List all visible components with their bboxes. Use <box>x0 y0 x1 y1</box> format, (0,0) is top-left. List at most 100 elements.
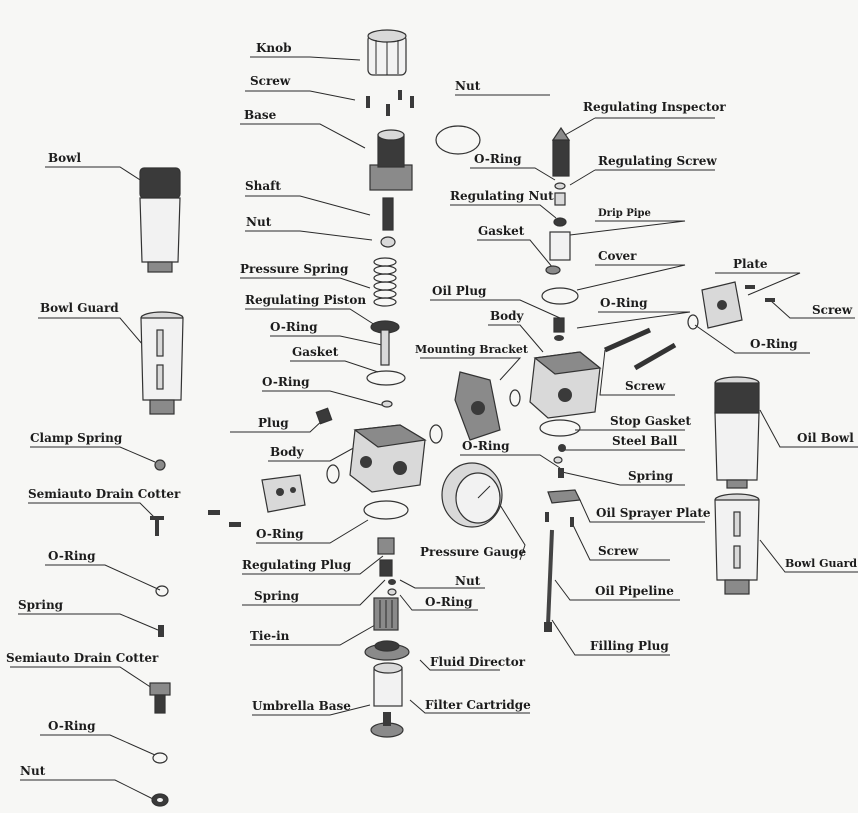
regulating-screw-icon <box>554 192 566 206</box>
label-screw-top: Screw <box>250 74 291 88</box>
mounting-bracket-icon <box>454 371 501 441</box>
screw-icon <box>208 510 220 515</box>
regulating-plug-icon <box>377 537 395 555</box>
screw-icon <box>366 90 414 116</box>
label-pressure-spring: Pressure Spring <box>240 262 349 276</box>
label-oil-plug: Oil Plug <box>432 284 487 298</box>
label-bowl-guard-right: Bowl Guard <box>785 557 857 570</box>
leader-lines <box>10 56 858 801</box>
label-plug: Plug <box>258 416 289 430</box>
oil-pipeline-icon <box>546 529 554 626</box>
umbrella-base-icon <box>370 712 404 738</box>
label-bowl: Bowl <box>48 151 81 165</box>
parts <box>139 29 775 807</box>
filling-plug-icon <box>544 622 552 632</box>
spring-icon <box>558 468 564 478</box>
o-ring-icon <box>381 400 393 408</box>
shaft-icon <box>382 197 394 231</box>
o-ring-icon <box>687 314 699 330</box>
o-ring-icon <box>554 335 564 341</box>
label-regulating-inspector: Regulating Inspector <box>583 100 726 114</box>
o-ring-icon <box>363 500 409 520</box>
label-regulating-nut: Regulating Nut <box>450 189 554 203</box>
label-semiauto-drain-cotter-1: Semiauto Drain Cotter <box>28 487 181 501</box>
labels: Knob Screw Base Shaft Nut Pressure Sprin… <box>6 41 857 778</box>
fluid-director-icon <box>364 640 410 661</box>
label-o-ring-plate: O-Ring <box>750 337 798 351</box>
label-oil-sprayer-plate: Oil Sprayer Plate <box>596 506 711 520</box>
label-cover: Cover <box>598 249 637 263</box>
bowl-guard-icon <box>140 311 184 415</box>
label-filter-cartridge: Filter Cartridge <box>425 698 531 712</box>
label-base: Base <box>244 108 277 122</box>
label-oil-bowl: Oil Bowl <box>797 431 854 445</box>
o-ring-icon <box>554 182 566 190</box>
label-o-ring-left-2: O-Ring <box>48 719 96 733</box>
gasket-icon <box>545 265 561 275</box>
label-body-right: Body <box>490 309 525 323</box>
semiauto-drain-cotter-icon <box>149 682 171 714</box>
label-o-ring-lower: O-Ring <box>425 595 473 609</box>
o-ring-icon <box>152 752 168 764</box>
base-icon <box>369 129 413 191</box>
bowl-guard-icon <box>714 493 760 595</box>
label-o-ring-right-3: O-Ring <box>462 439 510 453</box>
regulating-nut-icon <box>553 217 567 227</box>
label-spring-right: Spring <box>628 469 674 483</box>
regulating-piston-icon <box>370 320 400 366</box>
steel-ball-icon <box>558 444 566 452</box>
plate-icon <box>701 281 743 329</box>
screw-icon <box>570 517 574 527</box>
label-tie-in: Tie-in <box>250 629 290 643</box>
label-stop-gasket: Stop Gasket <box>610 414 692 428</box>
o-ring-icon <box>429 424 443 444</box>
semiauto-drain-cotter-icon <box>150 516 164 536</box>
stop-gasket-icon <box>539 419 581 437</box>
pressure-spring-icon <box>373 257 397 307</box>
gasket-icon <box>366 370 406 386</box>
screw-icon <box>765 298 775 302</box>
label-knob: Knob <box>256 41 292 55</box>
drip-pipe-icon <box>549 231 571 261</box>
nut-hole <box>157 798 163 802</box>
regulating-inspector-icon <box>551 126 571 177</box>
knob-icon <box>367 29 407 76</box>
label-plate: Plate <box>733 257 768 271</box>
valve-body-icon <box>529 351 602 419</box>
screw-icon <box>545 512 549 522</box>
label-pressure-gauge: Pressure Gauge <box>420 545 526 559</box>
label-mounting-bracket: Mounting Bracket <box>415 343 529 356</box>
pressure-gauge-icon <box>441 462 503 528</box>
o-ring-icon <box>553 456 563 464</box>
label-gasket-right: Gasket <box>478 224 525 238</box>
screw-icon <box>745 285 755 289</box>
nut-ring-icon <box>435 125 481 155</box>
plug-icon <box>315 407 333 425</box>
label-nut-right: Nut <box>455 79 481 93</box>
label-nut-left: Nut <box>20 764 46 778</box>
label-body-center: Body <box>270 445 305 459</box>
label-filling-plug: Filling Plug <box>590 639 669 653</box>
label-shaft: Shaft <box>245 179 281 193</box>
nut-icon <box>388 579 396 585</box>
label-regulating-screw: Regulating Screw <box>598 154 717 168</box>
nut-icon <box>380 236 396 248</box>
label-regulating-plug: Regulating Plug <box>242 558 352 572</box>
label-screw-plate: Screw <box>812 303 853 317</box>
label-spring-left: Spring <box>18 598 64 612</box>
label-nut-lower: Nut <box>455 574 481 588</box>
screw-icon <box>603 327 677 371</box>
label-oil-pipeline: Oil Pipeline <box>595 584 674 598</box>
tie-in-icon <box>373 597 399 631</box>
label-o-ring-right-2: O-Ring <box>600 296 648 310</box>
screw-icon <box>229 522 241 527</box>
oil-sprayer-plate-icon <box>547 489 581 504</box>
label-o-ring-center-3: O-Ring <box>256 527 304 541</box>
mounting-plate-icon <box>261 474 306 513</box>
clamp-spring-icon <box>154 459 166 471</box>
label-steel-ball: Steel Ball <box>612 434 678 448</box>
oil-bowl-icon <box>714 376 760 489</box>
label-o-ring-left-1: O-Ring <box>48 549 96 563</box>
